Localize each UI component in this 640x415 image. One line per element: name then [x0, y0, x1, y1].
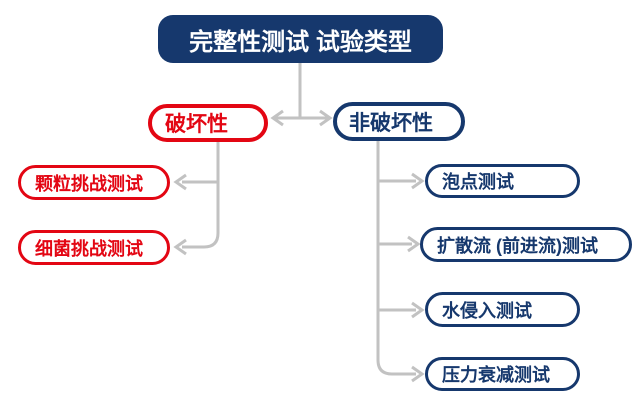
leaf-node-diffusion-forward-flow-test: 扩散流 (前进流)测试 — [420, 227, 632, 262]
arrowhead-right-branch-2 — [407, 235, 421, 253]
category-node-nondestructive-label: 非破坏性 — [349, 111, 433, 135]
connector-left-trunk — [182, 142, 220, 249]
arrowhead-right-branch-4 — [411, 365, 425, 383]
leaf-node-label: 压力衰减测试 — [442, 365, 550, 385]
arrowhead-left-branch-2 — [173, 238, 187, 256]
leaf-node-pressure-decay-test: 压力衰减测试 — [425, 357, 580, 391]
root-node-integrity-test-types: 完整性测试 试验类型 — [158, 15, 443, 63]
leaf-node-label: 泡点测试 — [442, 172, 514, 192]
leaf-node-water-intrusion-test: 水侵入测试 — [425, 292, 580, 327]
category-node-destructive: 破坏性 — [148, 104, 268, 142]
arrowhead-left-to-destructive — [270, 109, 284, 127]
leaf-node-label: 颗粒挑战测试 — [35, 173, 143, 194]
leaf-node-label: 扩散流 (前进流)测试 — [437, 235, 598, 256]
arrowhead-right-to-nondestructive — [319, 109, 333, 127]
leaf-node-label: 水侵入测试 — [442, 300, 532, 321]
leaf-node-bubble-point-test: 泡点测试 — [425, 164, 580, 198]
root-node-label: 完整性测试 试验类型 — [189, 28, 412, 56]
leaf-node-label: 细菌挑战测试 — [35, 238, 143, 259]
arrowhead-left-branch-1 — [173, 173, 187, 191]
connector-right-trunk — [376, 141, 416, 376]
category-node-nondestructive: 非破坏性 — [333, 102, 465, 141]
arrowhead-right-branch-3 — [411, 301, 425, 319]
arrowhead-right-branch-1 — [411, 172, 425, 190]
leaf-node-particle-challenge-test: 颗粒挑战测试 — [18, 165, 170, 200]
leaf-node-bacteria-challenge-test: 细菌挑战测试 — [18, 230, 170, 265]
category-node-destructive-label: 破坏性 — [165, 113, 228, 136]
